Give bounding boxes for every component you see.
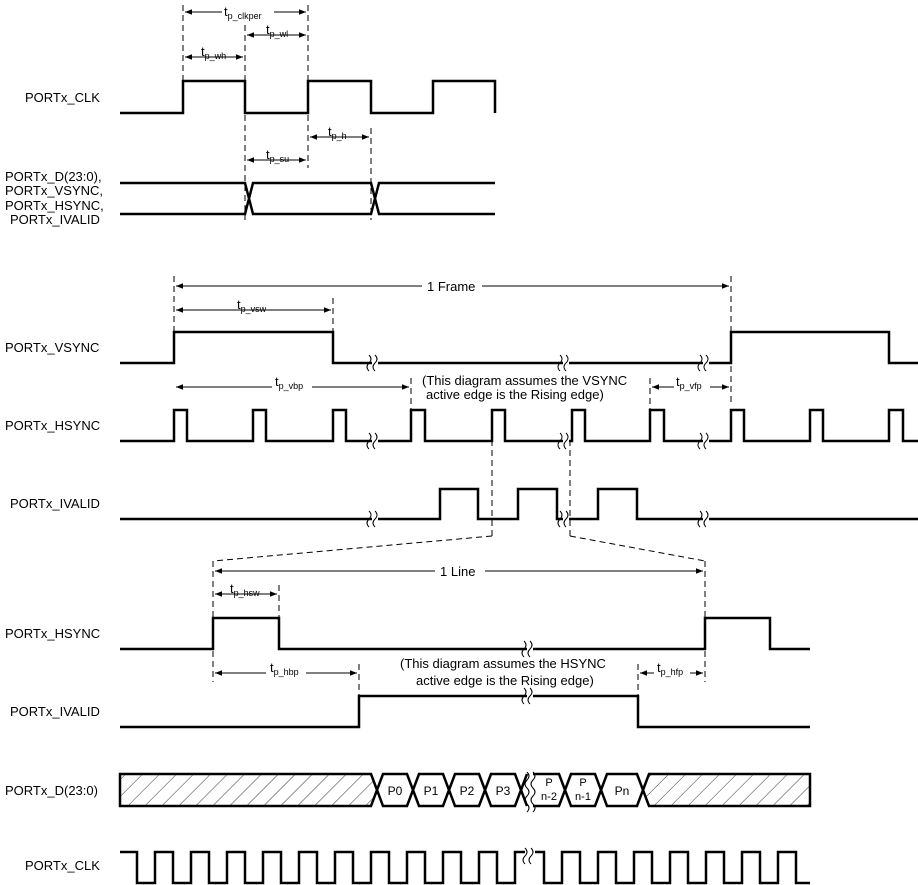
data-top-label-1: PORTx_D(23:0),: [5, 169, 102, 184]
line-ivalid-break: [521, 687, 533, 705]
vsync-note-line-1: (This diagram assumes the VSYNC: [422, 373, 627, 388]
vsync-note-line-2: active edge is the Rising edge): [426, 387, 604, 402]
pixel-pn: Pn: [615, 784, 630, 798]
tp-clkper-label: tp_clkper: [224, 4, 262, 21]
data-invalid-hatch-right: [643, 774, 810, 806]
line-label-bg: [435, 562, 485, 580]
tp-h-label: tp_h: [328, 124, 347, 141]
pixel-pn1-p: P: [579, 777, 586, 789]
pixel-p1: P1: [424, 784, 439, 798]
tp-hbp-label: tp_hbp: [270, 660, 299, 677]
line-timing-section: 1 Line tp_hsw PORTx_HSYNC tp_hbp (This d…: [5, 561, 812, 885]
vsync-break-marks: [366, 354, 709, 372]
data-top-waveform: [120, 181, 495, 216]
line-hsync-break: [521, 640, 533, 658]
line-clk-label: PORTx_CLK: [25, 858, 100, 873]
clock-timing-section: tp_clkper tp_wh tp_wl PORTx_CLK tp_h tp_…: [5, 3, 497, 227]
data-top-label-3: PORTx_HSYNC,: [5, 198, 104, 213]
zoom-line-right: [569, 535, 706, 562]
tp-clkper-label-bg: [222, 3, 274, 21]
line-hsync-label: PORTx_HSYNC: [5, 626, 100, 641]
pixel-pn2-p: P: [545, 777, 552, 789]
hsync-note-line-1: (This diagram assumes the HSYNC: [400, 656, 606, 671]
data-top-label-2: PORTx_VSYNC,: [5, 183, 103, 198]
line-data-break: [524, 771, 536, 813]
clk-top-label: PORTx_CLK: [25, 90, 100, 105]
frame-timing-section: 1 Frame tp_vsw PORTx_VSYNC tp_vbp (This …: [5, 276, 918, 562]
tp-hfp-label: tp_hfp: [657, 660, 683, 677]
pixel-p3: P3: [496, 784, 511, 798]
tp-vbp-label: tp_vbp: [275, 374, 303, 391]
frame-ivalid-waveform: [120, 487, 918, 521]
tp-vsw-label: tp_vsw: [237, 297, 267, 314]
frame-label-bg: [422, 277, 482, 295]
line-clk-waveform: [120, 850, 810, 885]
tp-wh-label: tp_wh: [201, 44, 226, 61]
line-data-label: PORTx_D(23:0): [5, 783, 98, 798]
line-label: 1 Line: [440, 564, 475, 579]
tp-hbp-label-bg: [266, 664, 306, 682]
tp-vbp-label-bg: [272, 378, 312, 396]
hsync-note-line-2: active edge is the Rising edge): [416, 673, 594, 688]
pixel-pn1-sub: n-1: [575, 791, 591, 803]
tp-hsw-label: tp_hsw: [230, 581, 260, 598]
frame-vsync-label: PORTx_VSYNC: [5, 340, 99, 355]
line-clk-break: [522, 847, 534, 865]
line-ivalid-waveform: [120, 694, 810, 729]
frame-hsync-label: PORTx_HSYNC: [5, 418, 100, 433]
pixel-pn2-sub: n-2: [541, 791, 557, 803]
tp-wl-label: tp_wl: [266, 22, 288, 39]
line-ivalid-label: PORTx_IVALID: [10, 704, 100, 719]
tp-hfp-label-bg: [654, 664, 690, 682]
data-top-label-4: PORTx_IVALID: [10, 212, 100, 227]
pixel-p0: P0: [388, 784, 403, 798]
frame-ivalid-label: PORTx_IVALID: [10, 496, 100, 511]
data-invalid-hatch-left: [120, 774, 377, 806]
line-data-waveform: [118, 772, 812, 808]
tp-su-label: tp_su: [266, 147, 289, 164]
tp-vfp-label-bg: [674, 378, 710, 396]
clk-top-waveform: [120, 79, 497, 115]
zoom-line-left: [212, 535, 493, 562]
hsync-break-marks: [366, 432, 709, 450]
line-hsync-waveform: [120, 616, 810, 651]
pixel-p2: P2: [460, 784, 475, 798]
frame-vsync-waveform: [120, 330, 918, 365]
tp-vfp-label: tp_vfp: [676, 374, 702, 391]
frame-label: 1 Frame: [427, 279, 475, 294]
frame-hsync-waveform: [120, 408, 918, 443]
ivalid-break-marks: [366, 510, 709, 528]
